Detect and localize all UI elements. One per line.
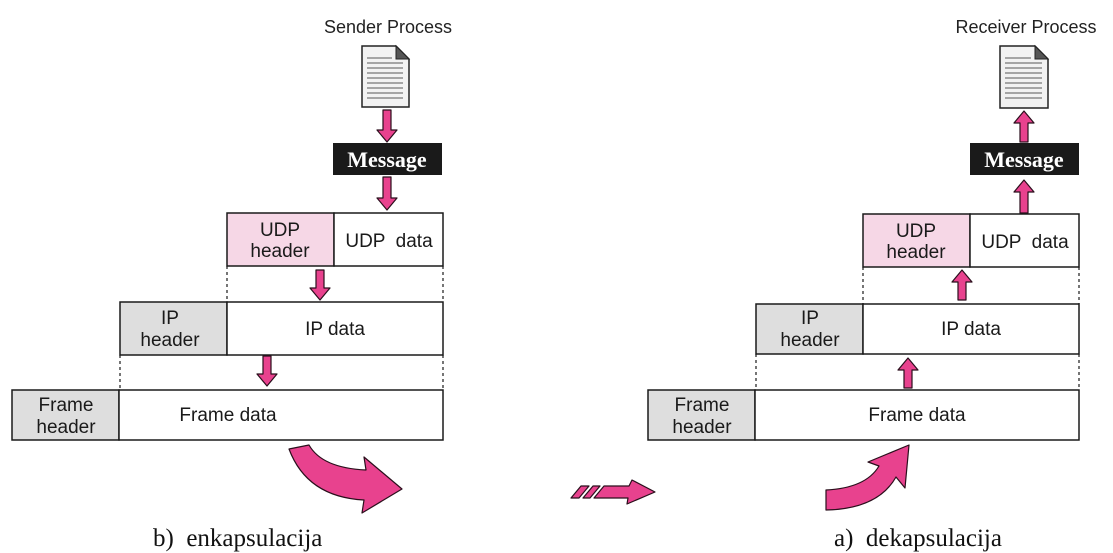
udp-header-box: [226, 212, 335, 267]
message-block: [970, 143, 1079, 175]
udp-header-line2: header: [886, 242, 946, 263]
ip-data-box: [226, 301, 444, 356]
frame-data-box: [754, 389, 1080, 441]
frame-header-line1: Frame: [39, 395, 94, 416]
frame-data-label: Frame data: [868, 405, 966, 426]
ip-data-box: [862, 303, 1080, 355]
up-arrow-icon: [1013, 179, 1035, 214]
frame-header-line2: header: [672, 417, 732, 438]
message-label: Message: [984, 147, 1064, 172]
down-arrow-icon: [376, 176, 398, 211]
frame-data-box: [118, 389, 444, 441]
udp-data-box: [969, 213, 1080, 268]
transmission-arrow-icon: [570, 479, 656, 505]
frame-header-line2: header: [36, 417, 96, 438]
up-arrow-icon: [951, 269, 973, 301]
udp-header-line1: UDP: [260, 220, 300, 241]
udp-header-line2: header: [250, 241, 310, 262]
ip-header-line2: header: [780, 330, 840, 351]
decapsulation-caption: a) dekapsulacija: [834, 525, 1002, 552]
frame-header-line1: Frame: [675, 395, 730, 416]
up-arrow-icon: [897, 357, 919, 389]
sender-process-label: Sender Process: [324, 17, 452, 37]
ip-header-box: [119, 301, 228, 356]
message-label: Message: [347, 147, 427, 172]
down-arrow-icon: [309, 269, 331, 301]
message-block: [333, 143, 442, 175]
udp-data-box: [333, 212, 444, 267]
ip-header-line1: IP: [161, 308, 179, 329]
ip-data-label: IP data: [305, 319, 365, 340]
ip-header-line1: IP: [801, 308, 819, 329]
udp-header-box: [862, 213, 971, 268]
sender-document-icon: [361, 44, 411, 108]
receiver-document-icon: [999, 44, 1050, 109]
down-arrow-icon: [376, 109, 398, 143]
ip-data-label: IP data: [941, 319, 1001, 340]
encapsulation-panel: Sender Process Message: [11, 17, 452, 552]
decapsulation-panel: Receiver Process Message UDP: [647, 17, 1097, 552]
down-arrow-icon: [256, 355, 278, 387]
receiver-process-label: Receiver Process: [955, 17, 1096, 37]
ip-header-line2: header: [140, 330, 200, 351]
ip-header-box: [755, 303, 864, 355]
up-arrow-icon: [1013, 110, 1035, 143]
curved-send-arrow-icon: [288, 444, 403, 514]
frame-data-label: Frame data: [179, 405, 277, 426]
udp-data-label: UDP data: [345, 231, 433, 252]
curved-receive-arrow-icon: [825, 444, 910, 511]
udp-data-label: UDP data: [981, 232, 1069, 253]
encapsulation-caption: b) enkapsulacija: [153, 525, 322, 552]
udp-header-line1: UDP: [896, 221, 936, 242]
